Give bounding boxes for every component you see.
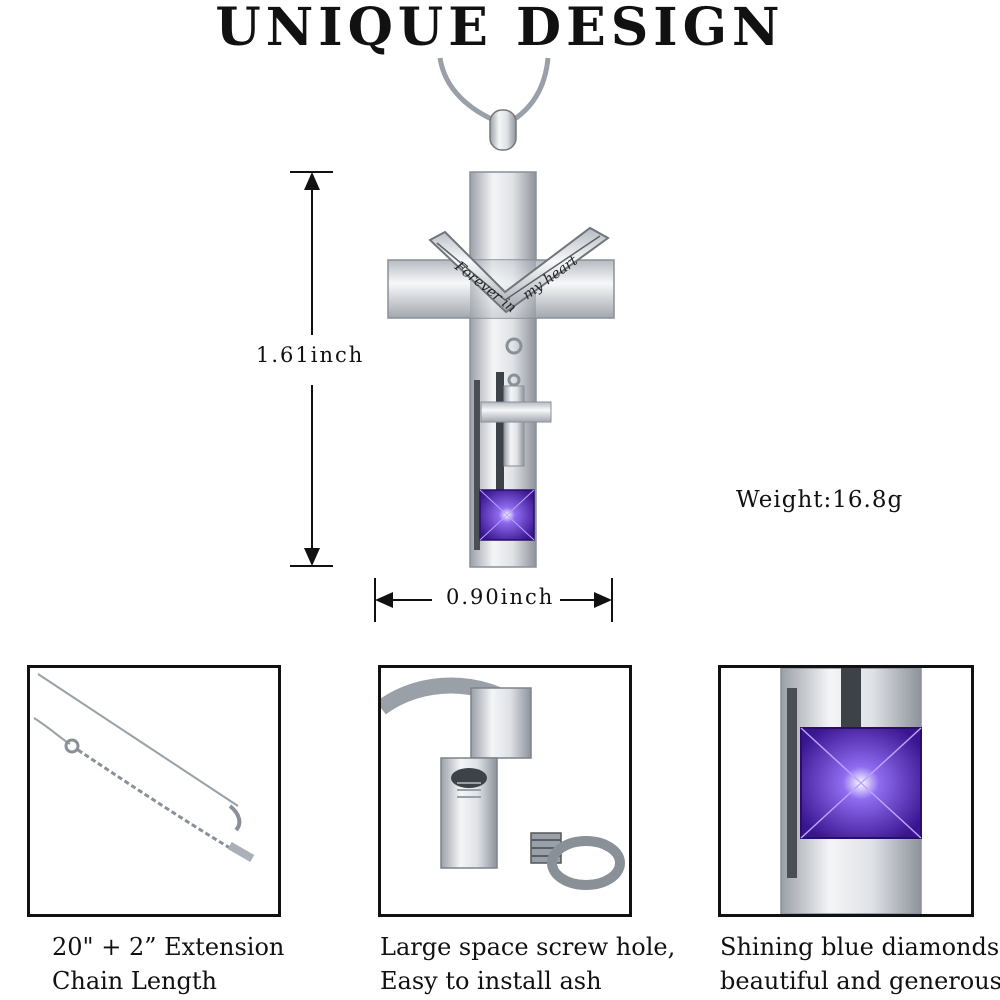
gem-closeup-illustration (780, 668, 922, 914)
width-dimension (374, 578, 613, 622)
chain-photo-panel (27, 665, 281, 917)
chain-illustration (33, 673, 255, 862)
screw-photo-panel (378, 665, 632, 917)
width-label: 0.90inch (440, 585, 561, 609)
height-dimension (290, 171, 333, 567)
caption-line-1: 20" + 2” Extension (52, 933, 285, 961)
bail (489, 109, 517, 151)
caption-line-2: beautiful and generous (720, 967, 1000, 995)
caption-line-1: Shining blue diamonds, (720, 933, 1000, 961)
caption-line-1: Large space screw hole, (380, 933, 676, 961)
feature-caption-screw: Large space screw hole, Easy to install … (380, 930, 675, 998)
screw-illustration (381, 677, 625, 890)
height-label: 1.61inch (256, 343, 365, 367)
page-title: UNIQUE DESIGN (215, 0, 785, 58)
weight-label: Weight:16.8g (736, 487, 904, 513)
purple-gem (479, 489, 535, 541)
engraved-ribbon (428, 226, 610, 314)
feature-caption-chain: 20" + 2” Extension Chain Length (52, 930, 284, 998)
small-cross-charm (480, 337, 552, 467)
gem-photo-panel (718, 665, 974, 917)
pendant-illustration: Forever in my heart (290, 57, 615, 622)
feature-caption-gem: Shining blue diamonds, beautiful and gen… (720, 930, 1000, 998)
caption-line-2: Chain Length (52, 967, 217, 995)
caption-line-2: Easy to install ash (380, 967, 602, 995)
